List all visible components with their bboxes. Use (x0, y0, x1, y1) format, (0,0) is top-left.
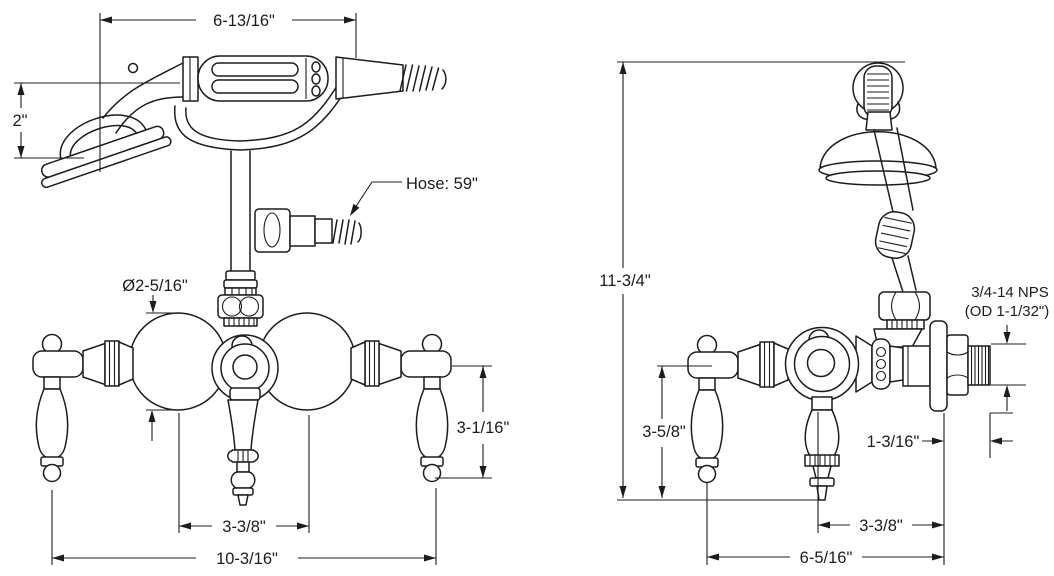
dim-label-hose: Hose: 59" (406, 175, 478, 193)
thread-spec-callout: 3/4-14 NPS (OD 1-1/32") (965, 284, 1050, 411)
diverter-front (211, 334, 279, 402)
dim-label-thread-od: (OD 1-1/32") (965, 303, 1050, 320)
dim-nipple-length: 1-3/16" (867, 412, 1013, 565)
hose-stub-coil-icon (332, 219, 362, 245)
dim-label-overall-depth: 6-5/16" (800, 549, 853, 567)
dim-label-head-height: 2" (12, 112, 27, 130)
dim-handle-drop-side: 3-5/8" (642, 365, 712, 498)
front-view (32, 55, 452, 506)
dim-label-spout-to-wall: 3-3/8" (859, 517, 903, 535)
dim-label-handle-drop-front: 3-1/16" (457, 419, 510, 437)
side-view (687, 62, 991, 501)
dim-head-height: 2" (12, 82, 180, 159)
dim-label-overall-height: 11-3/4" (599, 272, 651, 290)
dim-handle-drop-front: 3-1/16" (435, 365, 510, 479)
dim-overall-height: 11-3/4" (599, 61, 905, 501)
wall-mount-side (929, 320, 991, 412)
pivot-screw (127, 62, 139, 74)
dimensions-side: 11-3/4" 3-5/8" 3/4-14 NPS (OD 1-1/32") (599, 61, 1050, 567)
dim-body-diameter: Ø2-5/16" (122, 277, 188, 441)
dim-label-top-width: 6-13/16" (213, 12, 275, 30)
dim-overall-width: 10-3/16" (51, 488, 437, 568)
dim-spout-to-wall: 3-3/8" (817, 412, 944, 535)
dim-top-width: 6-13/16" (99, 12, 357, 172)
hand-shower-front (40, 55, 447, 189)
spout-front (227, 387, 261, 506)
dim-label-nipple-length: 1-3/16" (867, 433, 920, 451)
hose-callout: Hose: 59" (350, 175, 478, 216)
dim-valve-centers-front: 3-3/8" (178, 413, 310, 536)
dimensions-front: 6-13/16" 2" Hose: 59" Ø2-5/16" (12, 12, 509, 568)
hand-shower-side (818, 62, 938, 348)
hose-coil-icon (399, 64, 447, 92)
dim-label-body-diameter: Ø2-5/16" (122, 277, 188, 295)
dim-overall-depth: 6-5/16" (706, 482, 944, 567)
dim-label-valve-centers-front: 3-3/8" (222, 518, 266, 536)
faucet-body-front (128, 312, 357, 411)
lever-handle-left (32, 333, 134, 483)
dim-label-thread-spec: 3/4-14 NPS (971, 284, 1049, 301)
shower-stem-and-hose-port (217, 150, 362, 327)
dim-label-handle-drop-side: 3-5/8" (642, 423, 686, 441)
faucet-body-side (687, 326, 931, 501)
lever-handle-right (350, 333, 452, 483)
dim-label-overall-width: 10-3/16" (216, 550, 278, 568)
lever-handle-side (687, 334, 789, 484)
